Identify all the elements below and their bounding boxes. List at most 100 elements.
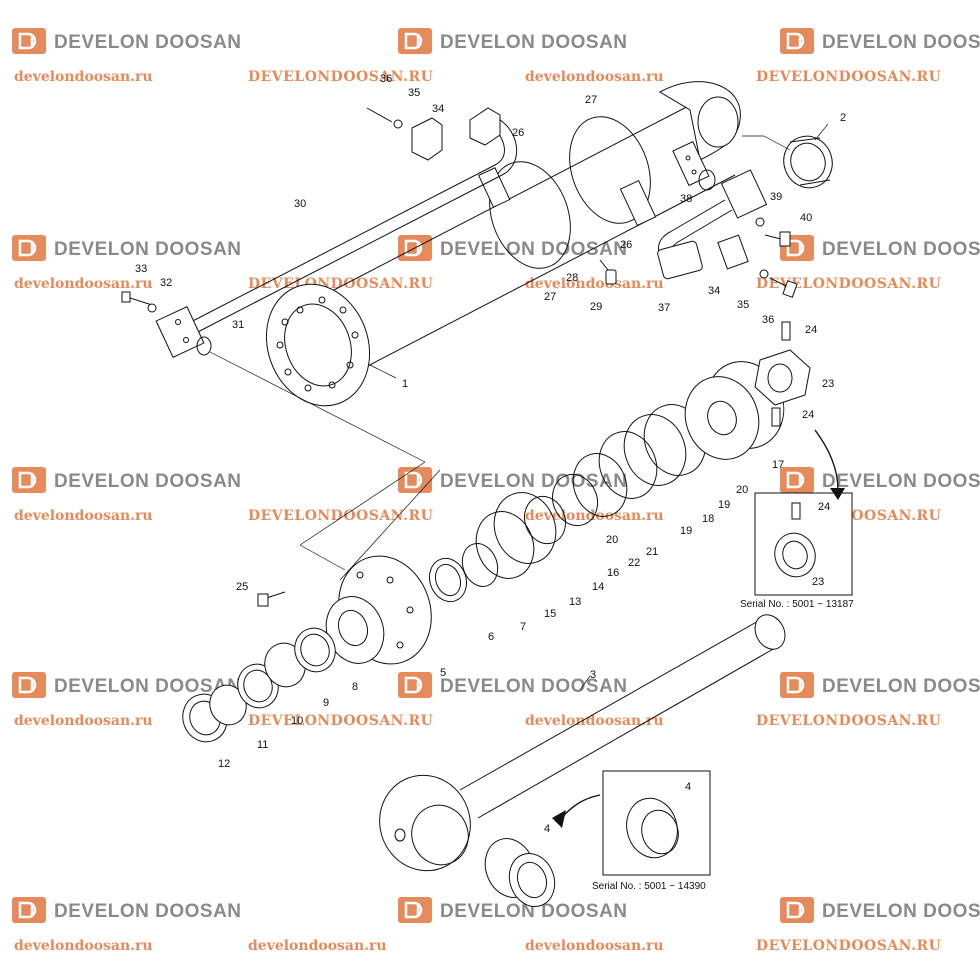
part-number-label: 31 <box>232 319 244 331</box>
watermark-logo-text: DEVELON DOOSAN <box>822 676 980 697</box>
watermark-logo-text: DEVELON DOOSAN <box>440 32 628 53</box>
watermark-logo-text: DEVELON DOOSAN <box>54 471 242 492</box>
part-number-label: 2 <box>840 112 846 124</box>
part-number-label: 26 <box>512 127 524 139</box>
pipe-assembly-right <box>657 169 798 298</box>
part-number-label: 38 <box>680 193 692 205</box>
bolt-33 <box>121 291 157 313</box>
watermark-logo-text: DEVELON DOOSAN <box>440 239 628 260</box>
watermark-logo-text: DEVELON DOOSAN <box>822 32 980 53</box>
watermark-logo-icon <box>780 467 814 493</box>
part-number-label: 7 <box>520 621 526 633</box>
pipe-assembly <box>155 107 518 358</box>
watermark-logo: DEVELON DOOSAN <box>12 28 242 54</box>
part-number-label: 27 <box>585 94 597 106</box>
part-number-label: 25 <box>236 581 248 593</box>
watermark-logo-text: DEVELON DOOSAN <box>440 676 628 697</box>
watermark-logo-text: DEVELON DOOSAN <box>822 471 980 492</box>
part-number-label: 15 <box>544 608 556 620</box>
part-number-label: 13 <box>569 596 581 608</box>
part-number-label: 10 <box>291 715 303 727</box>
part-number-label: 28 <box>566 272 578 284</box>
part-number-label: 16 <box>607 567 619 579</box>
watermark-logo: DEVELON DOOSAN <box>398 672 628 698</box>
watermark-site-url: DEVELONDOOSAN.RU <box>756 713 941 729</box>
watermark-site-url: develondoosan.ru <box>248 938 387 954</box>
watermark-site-url: develondoosan.ru <box>14 713 153 729</box>
watermark-logo: DEVELON DOOSAN <box>398 897 628 923</box>
part-number-label: 35 <box>737 299 749 311</box>
part-number-label: 4 <box>544 823 550 835</box>
watermark-site-url: develondoosan.ru <box>14 508 153 524</box>
part-number-label: 23 <box>822 378 834 390</box>
watermark-logo-text: DEVELON DOOSAN <box>54 32 242 53</box>
watermark-logo-icon <box>398 672 432 698</box>
watermark-site-url: develondoosan.ru <box>525 69 664 85</box>
part-number-label: 8 <box>352 681 358 693</box>
watermark-logo-icon <box>398 28 432 54</box>
watermark-logo-text: DEVELON DOOSAN <box>54 239 242 260</box>
part-number-label: 24 <box>802 409 814 421</box>
watermark-logo: DEVELON DOOSAN <box>398 28 628 54</box>
part-number-label: 20 <box>736 484 748 496</box>
watermark-site-url: DEVELONDOOSAN.RU <box>756 69 941 85</box>
part-number-label: 17 <box>772 459 784 471</box>
part-number-label: 9 <box>323 697 329 709</box>
watermark-logo-icon <box>780 897 814 923</box>
watermark-logo-icon <box>12 235 46 261</box>
part-number-label: 26 <box>620 239 632 251</box>
part-number-label: 36 <box>380 73 392 85</box>
watermark-logo-icon <box>780 28 814 54</box>
watermark-site-url: DEVELONDOOSAN.RU <box>756 938 941 954</box>
part-number-label: 24 <box>805 324 817 336</box>
part-number-label: 24 <box>818 501 830 513</box>
cylinder-tube <box>265 81 741 407</box>
watermark-logo-text: DEVELON DOOSAN <box>822 901 980 922</box>
watermark-logo-text: DEVELON DOOSAN <box>440 901 628 922</box>
watermark-site-url: develondoosan.ru <box>14 69 153 85</box>
part-number-label: 18 <box>702 513 714 525</box>
part-number-label: 30 <box>294 198 306 210</box>
o-ring-38 <box>698 169 716 191</box>
leader-lines <box>209 123 829 691</box>
watermark-logo: DEVELON DOOSAN <box>780 28 980 54</box>
serial-note-nut: Serial No. : 5001 ~ 13187 <box>740 599 854 610</box>
part-number-label: 23 <box>812 576 824 588</box>
watermark-logo: DEVELON DOOSAN <box>780 467 980 493</box>
nut-23 <box>754 321 811 427</box>
part-number-label: 5 <box>440 667 446 679</box>
serial-note-bushing: Serial No. : 5001 ~ 14390 <box>592 881 706 892</box>
bushing-detail-box <box>552 770 711 876</box>
o-ring-31 <box>196 336 212 356</box>
watermark-site-url: develondoosan.ru <box>14 938 153 954</box>
part-number-label: 19 <box>718 499 730 511</box>
watermark-logo: DEVELON DOOSAN <box>398 467 628 493</box>
watermark-logo-text: DEVELON DOOSAN <box>822 239 980 260</box>
bushing-4 <box>484 838 556 907</box>
watermark-site-url: DEVELONDOOSAN.RU <box>248 713 433 729</box>
part-number-label: 35 <box>408 87 420 99</box>
part-number-label: 27 <box>544 291 556 303</box>
part-number-label: 14 <box>592 581 604 593</box>
watermark-logo-icon <box>780 672 814 698</box>
part-number-label: 4 <box>685 781 691 793</box>
part-number-label: 36 <box>762 314 774 326</box>
watermark-logo-text: DEVELON DOOSAN <box>440 471 628 492</box>
bushing-2 <box>783 135 833 189</box>
watermark-site-url: develondoosan.ru <box>525 276 664 292</box>
part-number-label: 29 <box>590 301 602 313</box>
watermark-site-url: develondoosan.ru <box>14 276 153 292</box>
watermark-logo: DEVELON DOOSAN <box>780 897 980 923</box>
watermark-logo-icon <box>398 467 432 493</box>
piston-rod <box>379 614 786 872</box>
part-number-label: 34 <box>432 103 444 115</box>
part-number-label: 20 <box>606 534 618 546</box>
watermark-logo: DEVELON DOOSAN <box>780 672 980 698</box>
watermark-site-url: develondoosan.ru <box>525 938 664 954</box>
part-number-label: 34 <box>708 285 720 297</box>
watermark-logo-text: DEVELON DOOSAN <box>54 676 242 697</box>
part-number-label: 1 <box>402 378 408 390</box>
part-number-label: 3 <box>590 669 596 681</box>
watermark-site-url: DEVELONDOOSAN.RU <box>248 508 433 524</box>
